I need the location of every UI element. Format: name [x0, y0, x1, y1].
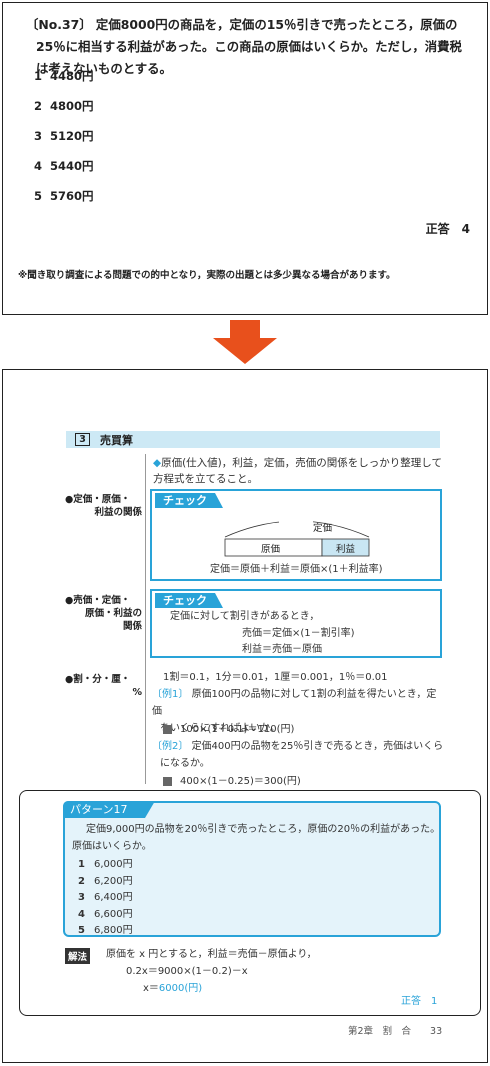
calc-icon — [163, 724, 172, 734]
topic-label-1: ●定価・原価・利益の関係 — [65, 494, 142, 518]
example-2-calc: 400×(1－0.25)＝300(円) — [163, 773, 301, 790]
pattern-question-2: 原価はいくらか。 — [72, 841, 152, 852]
page-footer: 第2章 割 合 33 — [348, 1026, 443, 1037]
solution-line-3: x＝6000(円) — [143, 983, 203, 994]
pattern-question-1: 定価9,000円の品物を20％引きで売ったところ，原価の20％の利益があった。 — [86, 824, 441, 835]
example-2: 〔例2〕 定価400円の品物を25％引きで売るとき，売価はいくら になるか。 — [152, 741, 444, 769]
textbook-page — [2, 369, 488, 1063]
section-number: 3 — [75, 433, 90, 446]
section-title: 売買算 — [100, 433, 133, 447]
question-box — [2, 2, 488, 315]
example-1-calc: 100×(1＋0.1)＝110(円) — [163, 721, 294, 738]
disclaimer-note: ※聞き取り調査による問題での的中となり，実際の出題とは多少異なる場合があります。 — [18, 270, 396, 281]
solution-line-2: 0.2x＝9000×(1－0.2)－x — [126, 966, 248, 977]
down-arrow-icon — [213, 320, 277, 364]
pattern-box — [63, 801, 441, 937]
solution-line-1: 原価を x 円とすると，利益＝売価－原価より， — [106, 949, 317, 960]
rate-definitions: 1割＝0.1，1分＝0.01，1厘＝0.001，1％＝0.01 — [163, 672, 388, 683]
check-box-1: チェック 定価 原価 利益 定価＝原価＋利益＝原価×(1＋利益率) — [150, 489, 442, 581]
topic-label-2: ●売価・定価・原価・利益の関係 — [65, 595, 142, 632]
topic-label-3: ●割・分・厘・% — [65, 674, 142, 698]
teika-label: 定価 — [313, 523, 333, 534]
section-header: 3 売買算 — [66, 431, 440, 448]
question-text: 〔No.37〕 定価8000円の商品を，定価の15％引きで売ったところ，原価の2… — [26, 17, 462, 76]
rieki-label: 利益 — [336, 544, 356, 555]
section-intro: ◆原価(仕入値)，利益，定価，売価の関係をしっかり整理して方程式を立てること。 — [153, 457, 442, 485]
genka-label: 原価 — [261, 544, 281, 555]
kaiho-label: 解法 — [65, 948, 91, 964]
check-tab: チェック — [155, 593, 223, 608]
diamond-icon: ◆ — [153, 457, 162, 469]
pattern-tab: パターン17 — [63, 801, 155, 818]
check-tab: チェック — [155, 493, 223, 508]
pattern-outline — [19, 790, 481, 1016]
answer-text: 正答 4 — [425, 222, 470, 236]
example-1: 〔例1〕 原価100円の品物に対して1割の利益を得たいとき，定価 をいくらにすれ… — [152, 689, 437, 734]
formula-1: 定価＝原価＋利益＝原価×(1＋利益率) — [210, 564, 383, 575]
divider-line — [145, 454, 146, 784]
pattern-answer: 正答 1 — [401, 996, 438, 1007]
cost-diagram — [224, 517, 370, 557]
calc-icon — [163, 776, 172, 786]
check-box-2: チェック 定価に対して割引きがあるとき， 売価＝定価×(1－割引率) 利益＝売価… — [150, 589, 442, 658]
